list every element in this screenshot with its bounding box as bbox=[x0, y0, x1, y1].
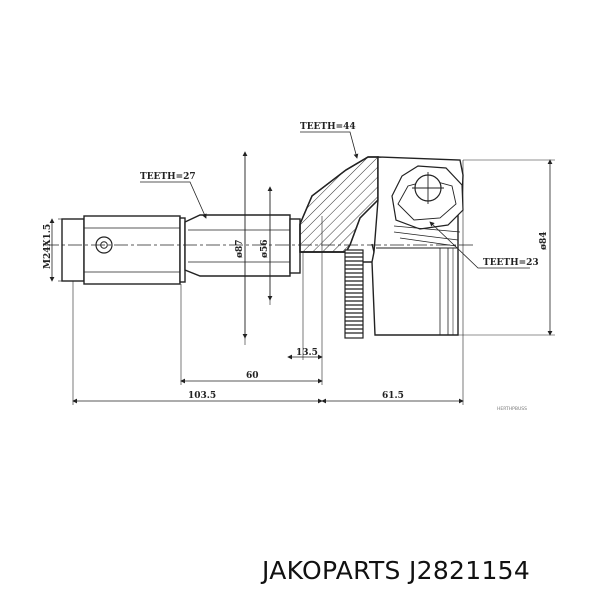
leader-lines bbox=[140, 131, 530, 269]
label-dim-13-5: 13.5 bbox=[296, 348, 318, 358]
label-dia-56: ø56 bbox=[260, 239, 270, 258]
dimension-lines bbox=[49, 151, 553, 404]
watermark: HERTHPBUSS bbox=[497, 406, 527, 412]
part-caption: JAKOPARTS J2821154 bbox=[262, 556, 531, 585]
label-thread: M24X1.5 bbox=[43, 224, 53, 269]
label-dim-103-5: 103.5 bbox=[188, 391, 216, 401]
label-dia-87: ø87 bbox=[235, 239, 245, 258]
label-teeth-inner: TEETH=23 bbox=[483, 258, 539, 268]
label-teeth-outer: TEETH=44 bbox=[300, 122, 356, 132]
threaded-stub bbox=[61, 215, 186, 285]
abs-ring-teeth bbox=[345, 252, 363, 334]
label-teeth-shaft: TEETH=27 bbox=[140, 172, 196, 182]
splined-shaft bbox=[184, 214, 301, 277]
abs-ring bbox=[344, 249, 364, 339]
outer-housing-section bbox=[299, 156, 379, 263]
label-dia-84: ø84 bbox=[539, 231, 549, 250]
inner-race bbox=[391, 165, 464, 247]
label-dim-60: 60 bbox=[246, 371, 259, 381]
label-dim-61-5: 61.5 bbox=[382, 391, 404, 401]
